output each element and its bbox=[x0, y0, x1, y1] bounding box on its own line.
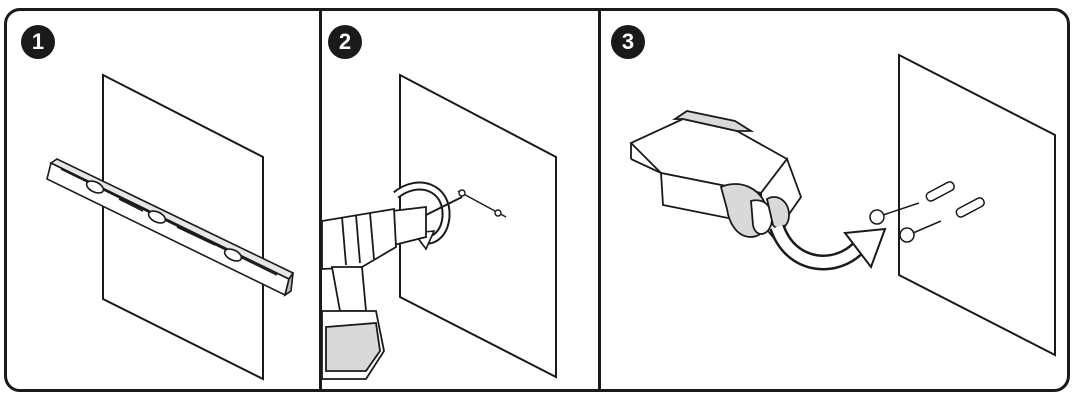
panel-divider-2 bbox=[598, 8, 601, 392]
power-drill bbox=[322, 196, 463, 380]
panel-divider-1 bbox=[319, 8, 322, 392]
spirit-level bbox=[46, 158, 295, 297]
mount-icon bbox=[629, 53, 1056, 357]
level-icon bbox=[46, 73, 295, 381]
drill-marks bbox=[457, 189, 507, 218]
drill-icon bbox=[322, 73, 557, 380]
step-panel-2: 2 bbox=[322, 11, 598, 389]
step-number-badge: 3 bbox=[611, 25, 645, 59]
housing-unit bbox=[629, 110, 803, 239]
step-panel-3: 3 bbox=[601, 11, 1067, 389]
step-number-badge: 1 bbox=[21, 25, 55, 59]
step-panel-1: 1 bbox=[7, 11, 319, 389]
screws-and-anchors bbox=[869, 181, 985, 243]
step-number-badge: 2 bbox=[328, 25, 362, 59]
instruction-frame bbox=[4, 8, 1070, 392]
